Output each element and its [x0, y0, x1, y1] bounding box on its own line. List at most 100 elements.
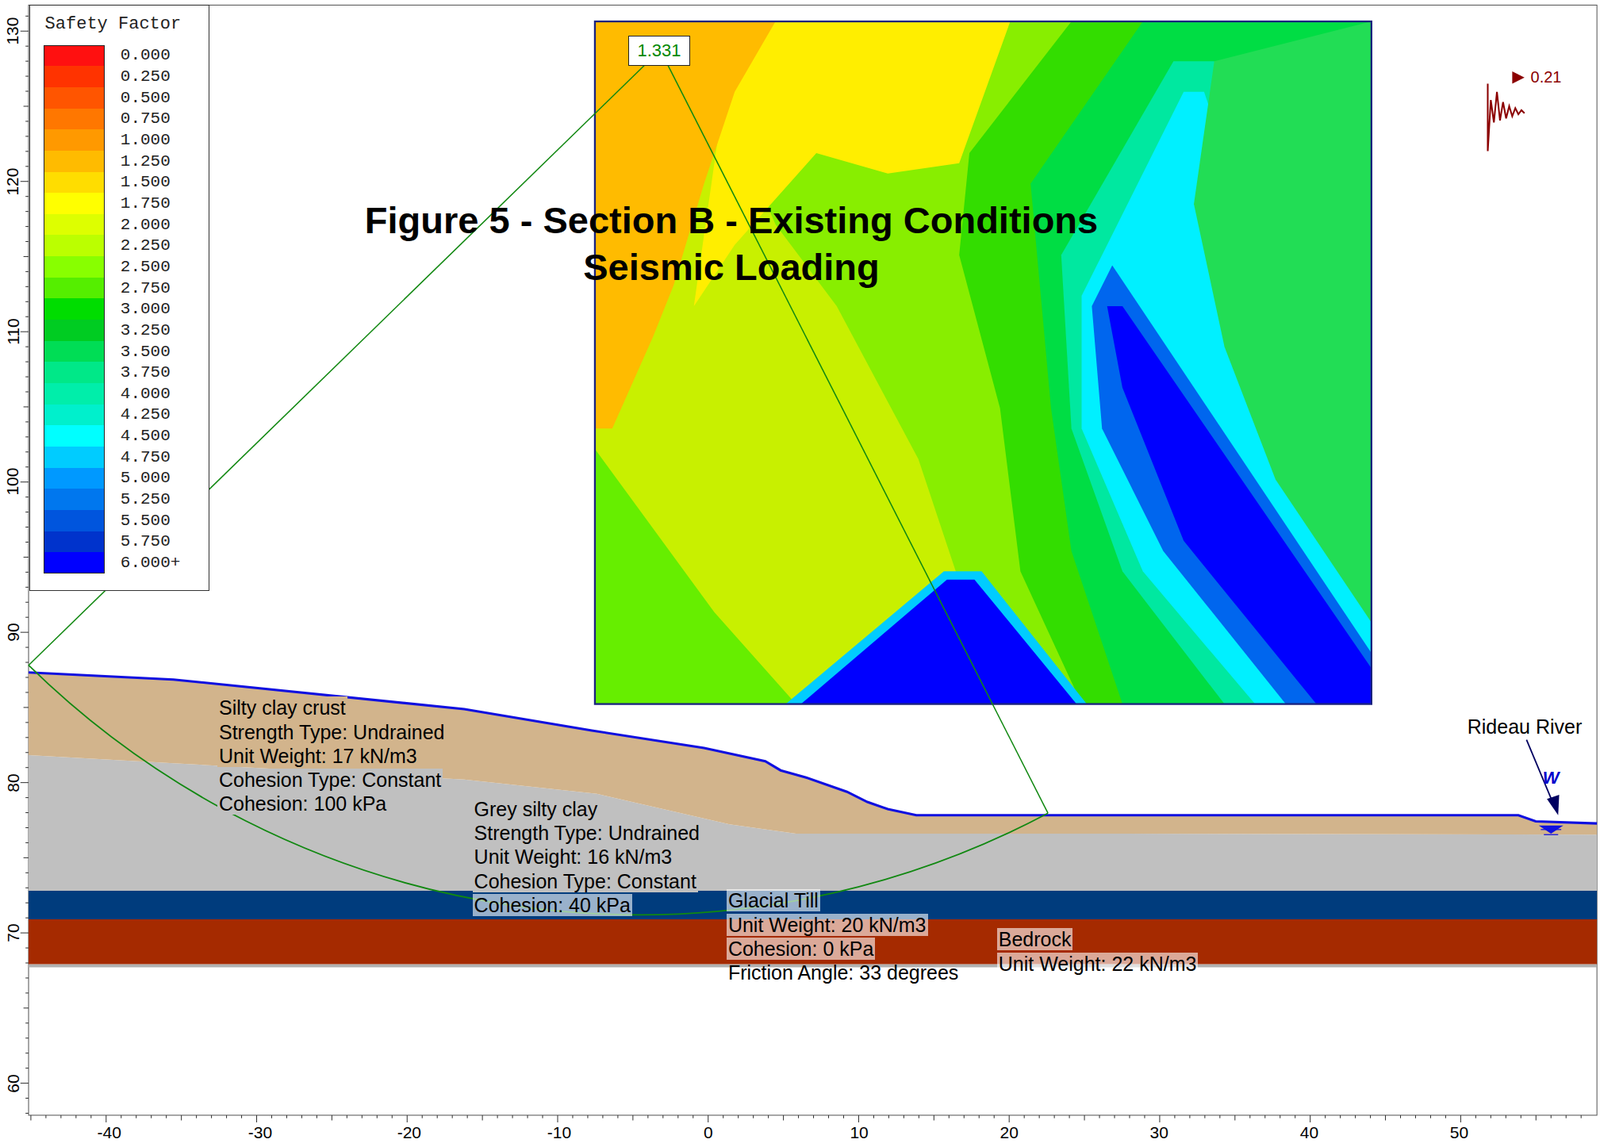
- axis-tick: [25, 827, 29, 829]
- axis-tick: [23, 1007, 29, 1009]
- axis-tick: [25, 511, 29, 513]
- axis-tick: [437, 1115, 438, 1119]
- property-text: Strength Type: Undrained: [217, 721, 446, 744]
- axis-tick: [25, 691, 29, 693]
- axis-tick: [25, 872, 29, 874]
- y-axis-label: 120: [3, 167, 24, 196]
- seismic-arrow: [1511, 71, 1524, 84]
- axis-tick: [1369, 1115, 1371, 1119]
- material-property: Friction Angle: 33 degrees: [726, 960, 960, 985]
- legend-value: 2.250: [120, 236, 171, 255]
- material-property: Glacial Till: [726, 888, 960, 913]
- legend-swatch: [43, 45, 105, 67]
- material-label: BedrockUnit Weight: 22 kN/m3: [997, 927, 1199, 976]
- axis-tick: [1490, 1115, 1492, 1119]
- axis-tick: [25, 61, 29, 62]
- axis-tick: [1128, 1115, 1130, 1119]
- axis-tick: [25, 662, 29, 664]
- legend-value: 5.000: [120, 468, 171, 488]
- axis-tick: [1294, 1115, 1296, 1119]
- axis-tick: [467, 1115, 469, 1119]
- axis-tick: [23, 556, 29, 558]
- legend-swatch: [43, 192, 105, 215]
- x-axis-label: 50: [1450, 1123, 1469, 1143]
- legend-value: 4.500: [120, 426, 171, 446]
- legend-value: 4.250: [120, 405, 171, 424]
- axis-tick: [527, 1115, 529, 1119]
- property-text: Unit Weight: 16 kN/m3: [472, 845, 675, 868]
- property-text: Bedrock: [997, 928, 1074, 951]
- axis-tick: [25, 361, 29, 363]
- material-property: Strength Type: Undrained: [217, 720, 446, 745]
- legend-swatch: [43, 425, 105, 447]
- axis-tick: [858, 1115, 860, 1123]
- axis-tick: [25, 241, 29, 242]
- river-leader-head: [1546, 794, 1559, 816]
- material-property: Bedrock: [997, 927, 1199, 952]
- axis-tick: [422, 1115, 423, 1119]
- axis-tick: [120, 1115, 122, 1119]
- axis-tick: [165, 1115, 167, 1119]
- legend-swatch: [43, 468, 105, 490]
- axis-tick: [23, 256, 29, 258]
- material-label: Grey silty clayStrength Type: UndrainedU…: [472, 797, 702, 918]
- axis-tick: [226, 1115, 227, 1119]
- axis-tick: [482, 1115, 484, 1121]
- material-property: Cohesion: 100 kPa: [217, 791, 446, 816]
- axis-tick: [25, 647, 29, 649]
- axis-tick: [25, 346, 29, 348]
- material-property: Cohesion Type: Constant: [217, 767, 446, 792]
- axis-tick: [25, 797, 29, 799]
- axis-tick: [1400, 1115, 1401, 1119]
- axis-tick: [25, 992, 29, 994]
- axis-tick: [828, 1115, 829, 1119]
- seismic-symbol: [1488, 83, 1525, 151]
- axis-tick: [1505, 1115, 1507, 1119]
- axis-tick: [25, 135, 29, 137]
- river-name: Rideau River: [1467, 715, 1583, 739]
- axis-tick: [30, 1115, 31, 1121]
- legend-swatch: [43, 552, 105, 574]
- axis-tick: [25, 676, 29, 678]
- x-axis-label: 30: [1150, 1123, 1169, 1143]
- property-text: Cohesion: 100 kPa: [217, 792, 388, 815]
- axis-tick: [647, 1115, 649, 1119]
- legend-swatch: [43, 319, 105, 342]
- axis-tick: [23, 105, 29, 107]
- axis-tick: [662, 1115, 664, 1119]
- axis-tick: [25, 842, 29, 844]
- axis-tick: [1324, 1115, 1326, 1119]
- radius-line: [659, 49, 1048, 814]
- axis-tick: [256, 1115, 258, 1123]
- legend-swatch: [43, 65, 105, 88]
- material-property: Strength Type: Undrained: [472, 821, 702, 845]
- axis-tick: [1114, 1115, 1116, 1119]
- axis-tick: [25, 541, 29, 543]
- legend-value: 0.250: [120, 67, 171, 86]
- axis-tick: [25, 887, 29, 889]
- axis-tick: [843, 1115, 845, 1119]
- axis-tick: [23, 406, 29, 407]
- legend-swatch: [43, 108, 105, 131]
- axis-tick: [25, 46, 29, 47]
- factor-callout-box: 1.331: [628, 35, 690, 66]
- legend-swatch: [43, 214, 105, 236]
- axis-tick: [25, 902, 29, 904]
- x-axis-label: 40: [1300, 1123, 1319, 1143]
- material-label: Silty clay crustStrength Type: Undrained…: [217, 695, 446, 816]
- property-text: Unit Weight: 17 kN/m3: [217, 744, 419, 768]
- x-axis-label: -30: [248, 1123, 273, 1143]
- axis-tick: [497, 1115, 499, 1119]
- axis-tick: [23, 857, 29, 859]
- axis-tick: [376, 1115, 378, 1119]
- axis-tick: [1054, 1115, 1056, 1119]
- axis-tick: [316, 1115, 318, 1119]
- callout-text: 1.331: [635, 40, 683, 61]
- axis-tick: [25, 391, 29, 392]
- axis-tick: [1580, 1115, 1582, 1119]
- legend-value: 2.500: [120, 257, 171, 277]
- legend-value: 3.500: [120, 342, 171, 361]
- axis-tick: [888, 1115, 890, 1119]
- x-axis-label: 0: [703, 1123, 714, 1143]
- axis-tick: [25, 526, 29, 528]
